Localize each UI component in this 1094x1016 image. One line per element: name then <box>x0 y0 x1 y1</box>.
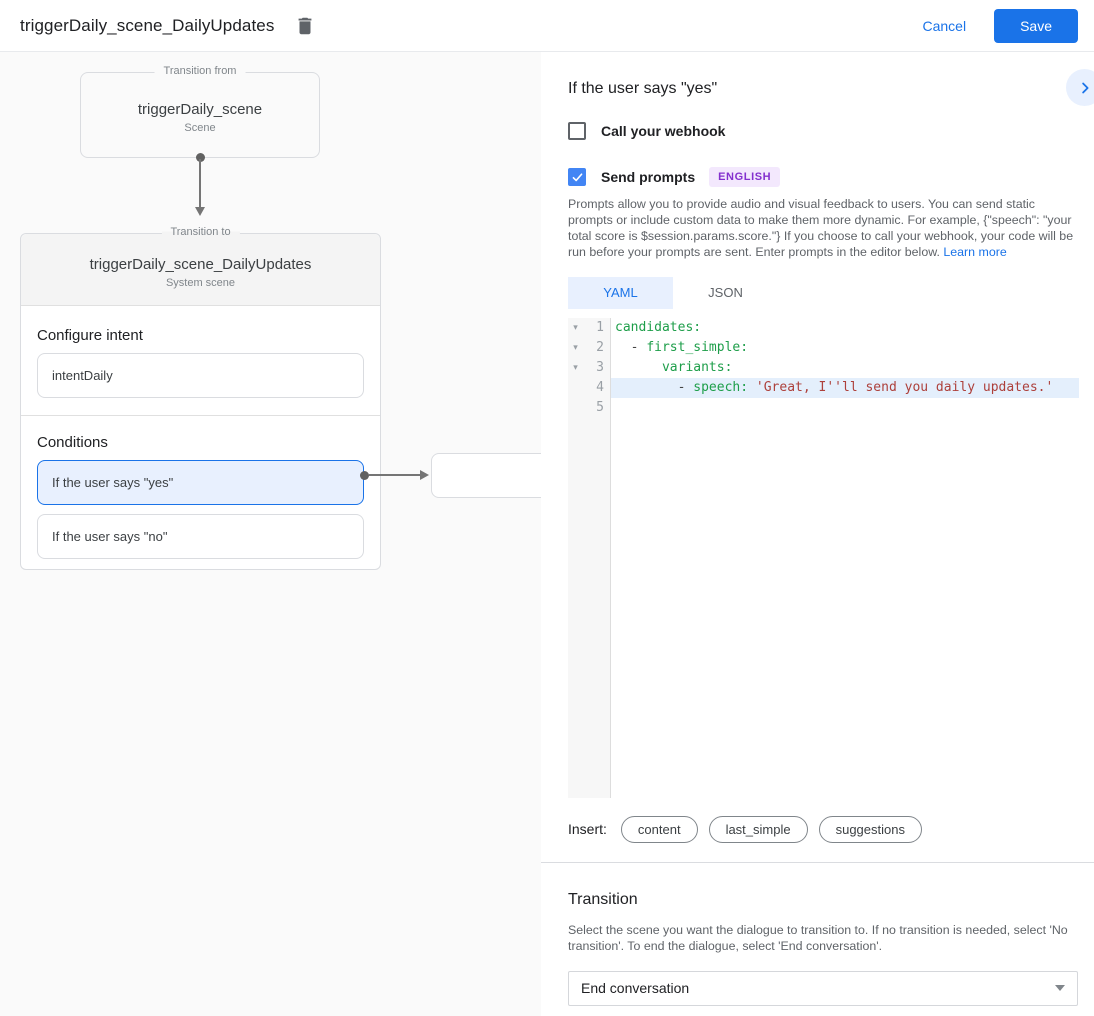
editor-format-tabs: YAML JSON <box>568 276 1078 309</box>
line-number: 1 <box>596 320 604 336</box>
dropdown-caret-icon <box>1055 985 1065 992</box>
fold-arrow-icon[interactable]: ▾ <box>573 362 578 373</box>
code-token: 'Great, I''ll send you daily updates.' <box>755 379 1054 395</box>
code-line-highlighted: - speech: 'Great, I''ll send you daily u… <box>611 377 1079 398</box>
scene-flow-diagram: Transition from triggerDaily_scene Scene… <box>0 52 541 1016</box>
code-line <box>611 398 1079 418</box>
save-button[interactable]: Save <box>994 8 1078 43</box>
line-number: 2 <box>596 340 604 356</box>
topbar-actions: Cancel Save <box>922 8 1078 43</box>
fold-arrow-icon[interactable]: ▾ <box>573 322 578 333</box>
prompt-code-editor[interactable]: ▾ 1 ▾ 2 ▾ 3 4 5 candidates: - first_simple:… <box>568 317 1079 798</box>
code-token: speech: <box>693 379 749 395</box>
connector-dot <box>360 471 369 480</box>
configure-intent-section: Configure intent intentDaily <box>21 306 380 415</box>
language-badge: ENGLISH <box>709 167 781 187</box>
code-line: - first_simple: <box>611 338 1079 358</box>
insert-snippet-row: Insert: content last_simple suggestions <box>568 815 1078 843</box>
transition-to-legend: Transition to <box>161 226 240 238</box>
code-token <box>748 380 756 395</box>
insert-chip-content[interactable]: content <box>620 815 698 843</box>
connector-line-vertical <box>199 159 201 207</box>
from-scene-name: triggerDaily_scene <box>137 101 263 118</box>
configure-intent-label: Configure intent <box>37 327 143 344</box>
line-number: 4 <box>596 380 604 396</box>
detail-panel-title: If the user says "yes" <box>568 80 718 97</box>
insert-chip-suggestions[interactable]: suggestions <box>818 815 922 843</box>
connector-line-horizontal <box>369 474 421 476</box>
conditions-section: Conditions If the user says "yes" If the… <box>21 416 380 577</box>
send-prompts-checkbox[interactable] <box>568 168 586 186</box>
code-token: first_simple: <box>646 339 749 355</box>
call-webhook-row: Call your webhook <box>568 122 1078 140</box>
from-scene-type: Scene <box>184 122 216 134</box>
tab-json[interactable]: JSON <box>708 285 743 301</box>
to-scene-type: System scene <box>165 277 236 289</box>
learn-more-link[interactable]: Learn more <box>943 244 1007 259</box>
code-token: candidates: <box>615 319 702 335</box>
arrow-down-icon <box>195 207 205 216</box>
code-token <box>615 360 662 375</box>
tab-yaml[interactable]: YAML <box>568 276 673 309</box>
to-scene-header: triggerDaily_scene_DailyUpdates System s… <box>21 234 380 306</box>
arrow-right-icon <box>420 470 429 480</box>
call-webhook-checkbox[interactable] <box>568 122 586 140</box>
transition-to-card: Transition to triggerDaily_scene_DailyUp… <box>20 226 381 570</box>
prompts-description: Prompts allow you to provide audio and v… <box>568 197 1078 261</box>
prompts-description-text: Prompts allow you to provide audio and v… <box>568 197 1074 259</box>
send-prompts-label[interactable]: Send prompts <box>601 169 696 185</box>
checkmark-icon <box>571 171 584 184</box>
chevron-right-icon <box>1076 79 1094 97</box>
collapse-panel-button[interactable] <box>1066 69 1094 106</box>
conditions-label: Conditions <box>37 434 108 451</box>
main-content: Transition from triggerDaily_scene Scene… <box>0 52 1094 1016</box>
call-webhook-label[interactable]: Call your webhook <box>601 123 726 139</box>
line-number: 3 <box>596 360 604 376</box>
delete-scene-button[interactable] <box>290 11 320 41</box>
code-token: - <box>615 339 647 355</box>
code-line: variants: <box>611 358 1079 378</box>
transition-section-title: Transition <box>568 890 638 908</box>
trash-icon <box>294 15 316 37</box>
to-scene-name: triggerDaily_scene_DailyUpdates <box>89 256 312 273</box>
card-divider <box>21 415 380 416</box>
code-token: variants: <box>661 359 733 375</box>
transition-selected-value: End conversation <box>581 980 690 997</box>
send-prompts-row: Send prompts ENGLISH <box>568 167 1078 187</box>
code-token: - <box>615 379 694 395</box>
connector-dot <box>196 153 205 162</box>
condition-target-node[interactable] <box>431 453 541 498</box>
transition-from-legend: Transition from <box>154 65 246 77</box>
transition-description: Select the scene you want the dialogue t… <box>568 922 1068 953</box>
condition-item-yes[interactable]: If the user says "yes" <box>37 460 364 505</box>
transition-from-node[interactable]: Transition from triggerDaily_scene Scene <box>80 65 320 158</box>
insert-chip-last-simple[interactable]: last_simple <box>708 815 808 843</box>
intent-item[interactable]: intentDaily <box>37 353 364 398</box>
section-divider <box>541 861 1094 863</box>
editor-code-area[interactable]: candidates: - first_simple: variants: - … <box>611 318 1079 798</box>
top-bar: triggerDaily_scene_DailyUpdates Cancel S… <box>0 0 1094 52</box>
fold-arrow-icon[interactable]: ▾ <box>573 342 578 353</box>
transition-select[interactable]: End conversation <box>568 970 1078 1006</box>
insert-label: Insert: <box>568 821 607 838</box>
line-number: 5 <box>596 400 604 416</box>
cancel-button[interactable]: Cancel <box>922 17 967 34</box>
page-title: triggerDaily_scene_DailyUpdates <box>20 15 275 35</box>
editor-gutter: ▾ 1 ▾ 2 ▾ 3 4 5 <box>568 317 611 798</box>
condition-detail-panel: If the user says "yes" Call your webhook… <box>541 52 1094 1016</box>
code-line: candidates: <box>611 318 1079 338</box>
condition-item-no[interactable]: If the user says "no" <box>37 514 364 559</box>
